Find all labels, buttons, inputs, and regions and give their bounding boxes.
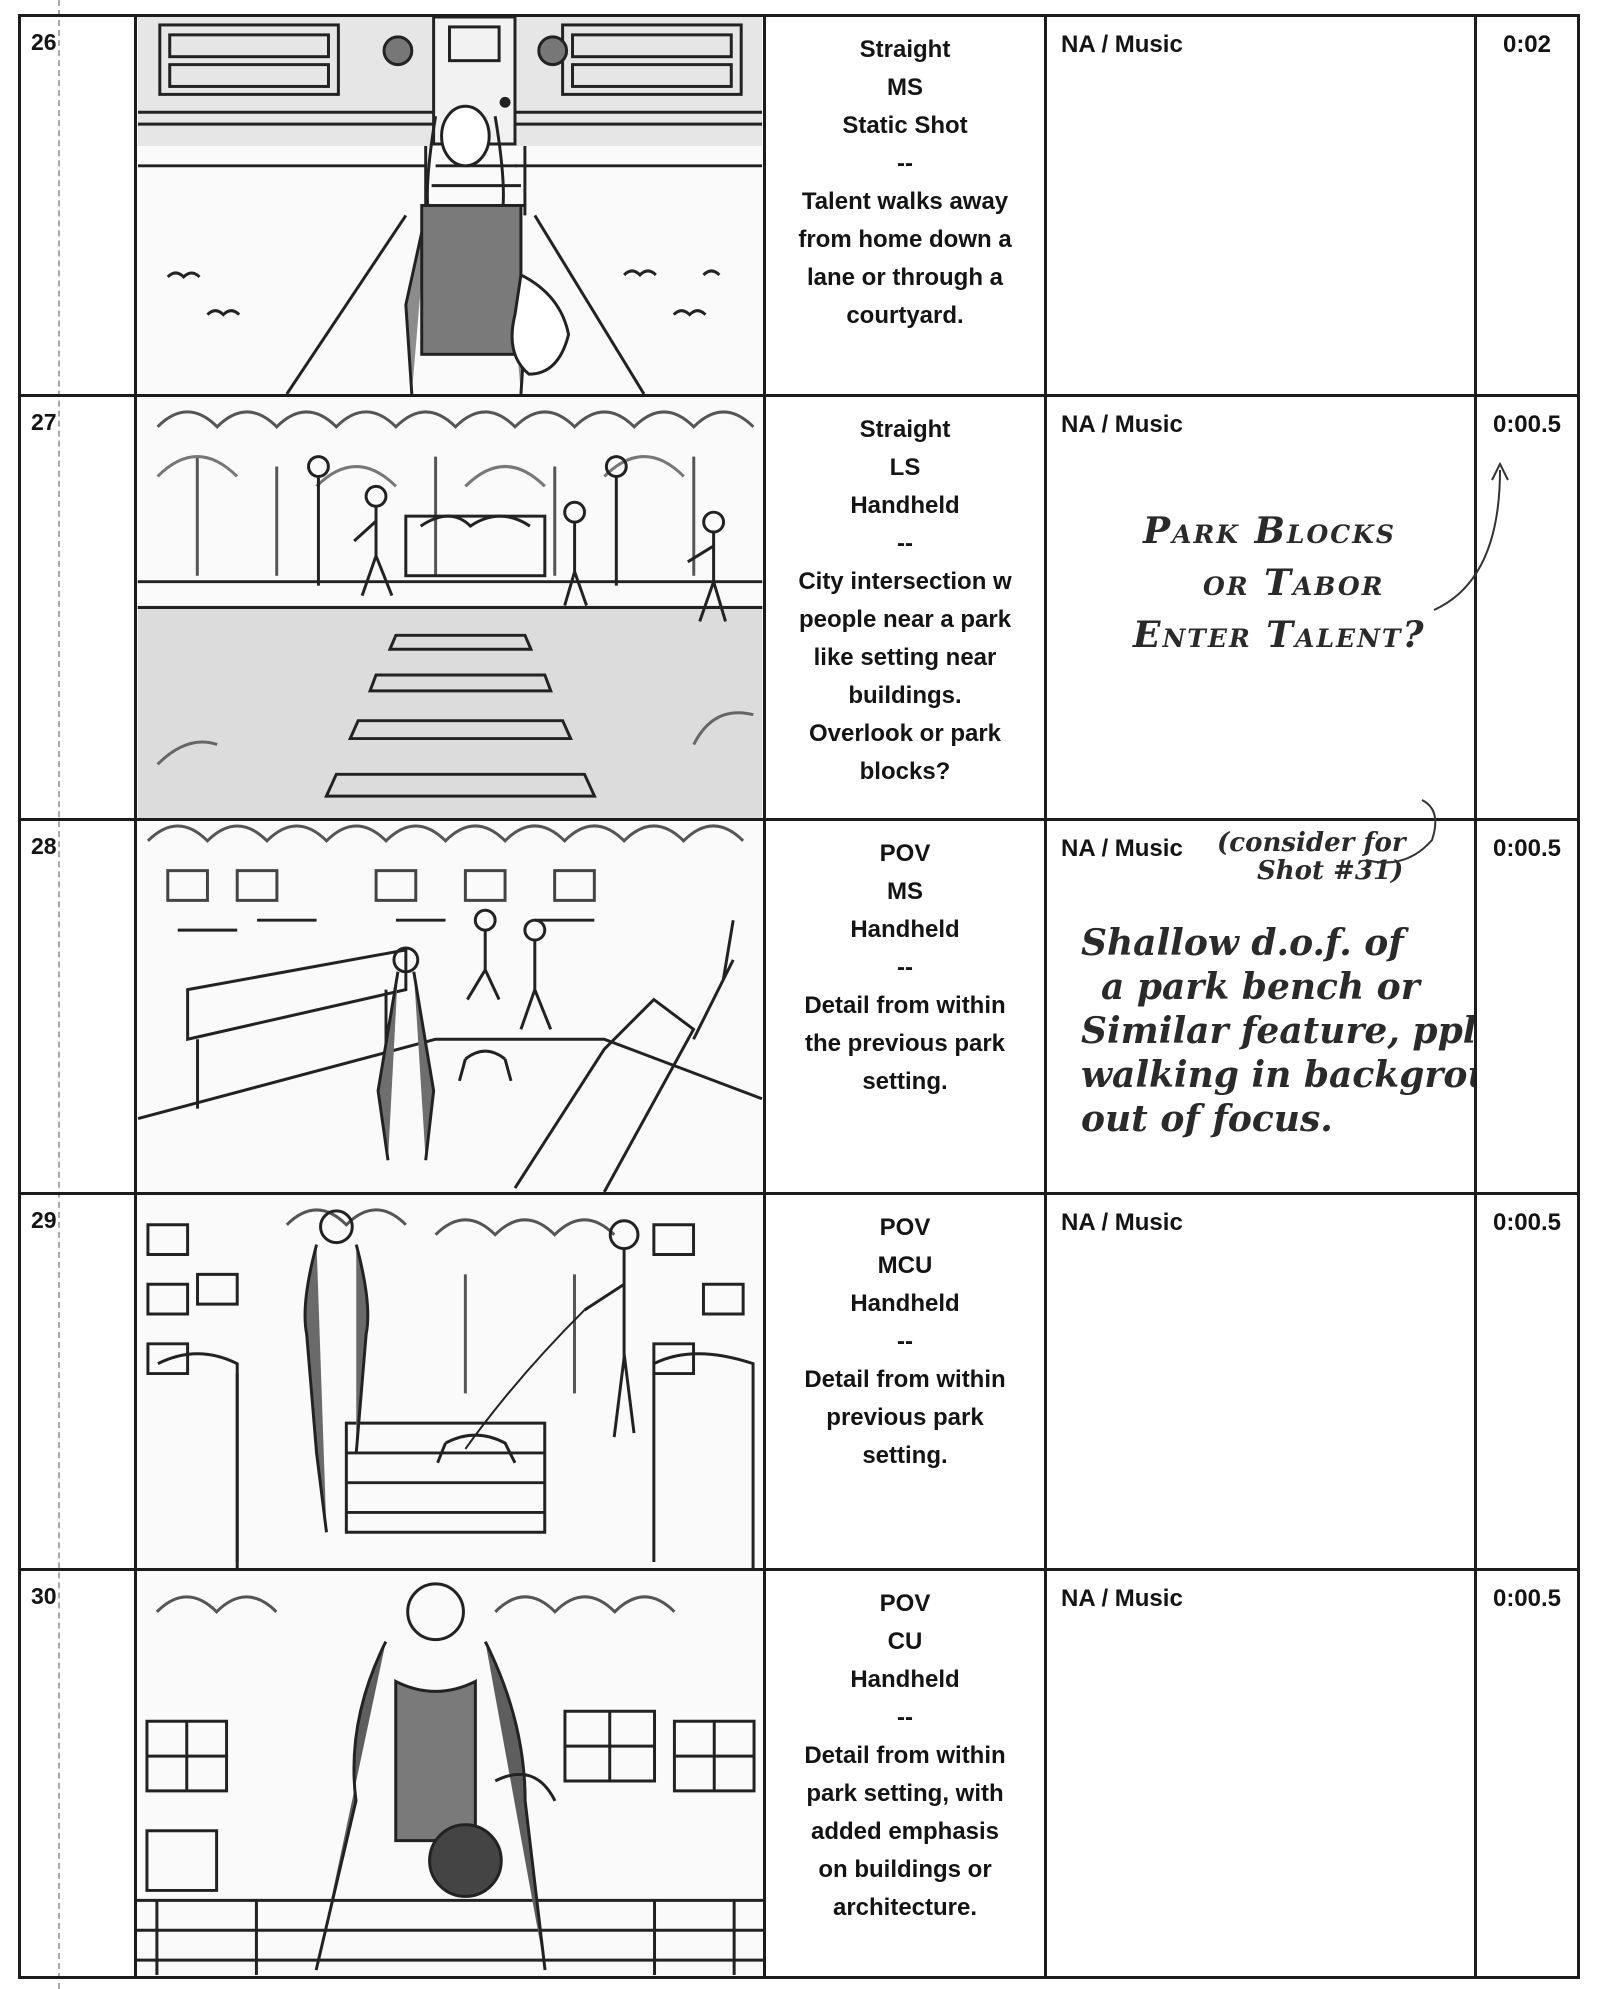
audio-cell: NA / Music xyxy=(1047,1571,1477,1976)
action-line: setting. xyxy=(862,1442,948,1469)
handwritten-line: (consider for xyxy=(1217,828,1406,858)
camera-movement: Handheld xyxy=(850,1666,960,1693)
action-line: City intersection w xyxy=(798,568,1012,595)
handwritten-line: Shallow d.o.f. of xyxy=(1081,922,1404,964)
shot-description: POV MCU Handheld -- Detail from within p… xyxy=(766,1195,1047,1571)
action-line: Detail from within xyxy=(804,1742,1006,1769)
camera-movement: Handheld xyxy=(850,492,960,519)
camera-angle: Straight xyxy=(859,416,951,443)
camera-movement: Static Shot xyxy=(842,112,968,139)
audio-label: NA / Music xyxy=(1061,411,1183,438)
handwritten-line: walking in background xyxy=(1081,1054,1474,1096)
handwritten-aside: (consider for Shot #31) xyxy=(1217,829,1406,885)
audio-label: NA / Music xyxy=(1061,1209,1183,1236)
duration-label: 0:00.5 xyxy=(1492,1585,1562,1612)
separator: -- xyxy=(897,530,913,557)
action-line: Talent walks away xyxy=(801,188,1009,215)
shot-number: 26 xyxy=(21,17,137,397)
shot-number: 27 xyxy=(21,397,137,821)
sketch-frame-park-benches xyxy=(137,821,766,1195)
audio-label: NA / Music xyxy=(1061,835,1183,862)
duration-label: 0:00.5 xyxy=(1492,835,1562,862)
sketch-house-and-walking-woman xyxy=(137,17,763,394)
action-line: added emphasis xyxy=(810,1818,1000,1845)
handwritten-line: Shot #31) xyxy=(1257,856,1404,886)
duration-cell: 0:02 xyxy=(1477,17,1577,397)
duration-cell: 0:00.5 xyxy=(1477,821,1577,1195)
action-line: architecture. xyxy=(832,1894,978,1921)
shot-size: MCU xyxy=(877,1252,933,1279)
action-line: setting. xyxy=(862,1068,948,1095)
binder-margin-line xyxy=(58,0,60,1989)
action-line: lane or through a xyxy=(806,264,1003,291)
camera-angle: Straight xyxy=(859,36,951,63)
camera-angle: POV xyxy=(879,1590,931,1617)
audio-label: NA / Music xyxy=(1061,31,1183,58)
separator: -- xyxy=(897,1328,913,1355)
audio-cell: NA / Music xyxy=(1047,17,1477,397)
sketch-frame-dog-walker xyxy=(137,1195,766,1571)
camera-movement: Handheld xyxy=(850,1290,960,1317)
action-line: from home down a xyxy=(798,226,1012,253)
audio-cell: NA / Music (consider for Shot #31) Shall… xyxy=(1047,821,1477,1195)
action-line: park setting, with xyxy=(806,1780,1004,1807)
shot-size: MS xyxy=(887,74,923,101)
action-line: buildings. xyxy=(848,682,962,709)
shot-number: 29 xyxy=(21,1195,137,1571)
handwritten-line: or Tabor xyxy=(1203,562,1385,604)
sketch-park-path-benches xyxy=(137,824,763,1192)
sketch-frame-home-exit xyxy=(137,17,766,397)
shot-size: CU xyxy=(887,1628,923,1655)
action-line: on buildings or xyxy=(818,1856,992,1883)
sketch-frame-city-intersection xyxy=(137,397,766,821)
shot-description: Straight MS Static Shot -- Talent walks … xyxy=(766,17,1047,397)
separator: -- xyxy=(897,150,913,177)
audio-cell: NA / Music xyxy=(1047,1195,1477,1571)
storyboard-table: 26 Straig xyxy=(18,14,1580,1979)
duration-label: 0:00.5 xyxy=(1492,411,1562,438)
shot-number: 30 xyxy=(21,1571,137,1976)
shot-description: POV MS Handheld -- Detail from within th… xyxy=(766,821,1047,1195)
shot-number: 28 xyxy=(21,821,137,1195)
action-line: blocks? xyxy=(859,758,951,785)
shot-size: MS xyxy=(887,878,923,905)
duration-label: 0:00.5 xyxy=(1492,1209,1562,1236)
handwritten-line: Park Blocks xyxy=(1143,510,1396,552)
action-line: Overlook or park xyxy=(808,720,1002,747)
handwritten-line: out of focus. xyxy=(1081,1098,1333,1140)
sketch-close-up-woman-buildings xyxy=(137,1582,763,1976)
shot-size: LS xyxy=(889,454,921,481)
duration-label: 0:02 xyxy=(1502,31,1552,58)
separator: -- xyxy=(897,954,913,981)
action-line: people near a park xyxy=(798,606,1012,633)
shot-description: Straight LS Handheld -- City intersectio… xyxy=(766,397,1047,821)
handwritten-line: Enter Talent? xyxy=(1133,614,1426,656)
action-line: courtyard. xyxy=(846,302,964,329)
action-line: Detail from within xyxy=(804,1366,1006,1393)
sketch-park-crosswalk xyxy=(137,410,763,818)
handwritten-line: Similar feature, ppl xyxy=(1081,1010,1477,1052)
action-line: previous park xyxy=(826,1404,984,1431)
camera-angle: POV xyxy=(879,1214,931,1241)
sketch-frame-close-up-architecture xyxy=(137,1571,766,1976)
handwritten-note: Park Blocks or Tabor Enter Talent? xyxy=(1133,505,1426,661)
separator: -- xyxy=(897,1704,913,1731)
duration-cell: 0:00.5 xyxy=(1477,1571,1577,1976)
action-line: the previous park xyxy=(804,1030,1006,1057)
camera-angle: POV xyxy=(879,840,931,867)
action-line: Detail from within xyxy=(804,992,1006,1019)
handwritten-line: a park bench or xyxy=(1101,966,1420,1008)
handwritten-note: Shallow d.o.f. of a park bench or Simila… xyxy=(1081,921,1477,1141)
sketch-bench-and-dog-walker xyxy=(146,1208,755,1568)
duration-cell: 0:00.5 xyxy=(1477,397,1577,821)
audio-label: NA / Music xyxy=(1061,1585,1183,1612)
action-line: like setting near xyxy=(813,644,997,671)
duration-cell: 0:00.5 xyxy=(1477,1195,1577,1571)
shot-description: POV CU Handheld -- Detail from within pa… xyxy=(766,1571,1047,1976)
camera-movement: Handheld xyxy=(850,916,960,943)
audio-cell: NA / Music Park Blocks or Tabor Enter Ta… xyxy=(1047,397,1477,821)
